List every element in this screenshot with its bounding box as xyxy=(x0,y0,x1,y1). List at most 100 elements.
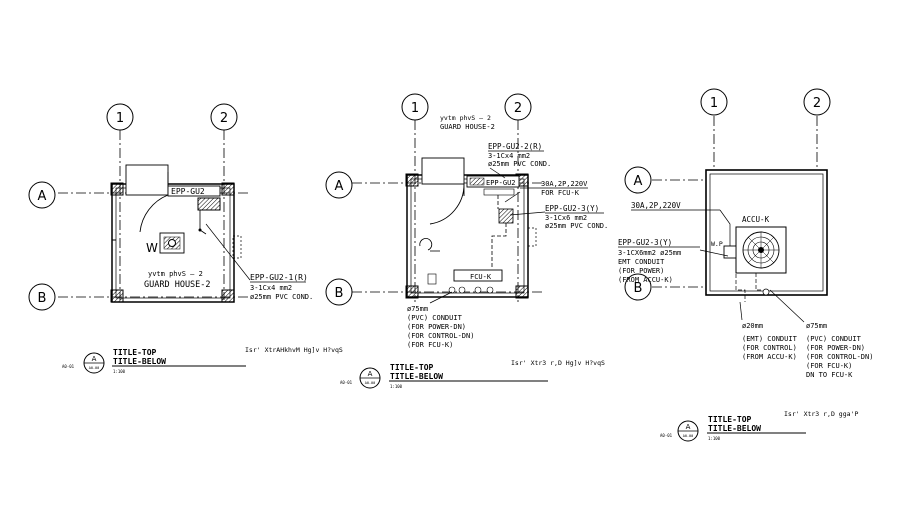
grid-bubble-a xyxy=(624,166,652,194)
panel-3-right-size: ø75mm xyxy=(806,322,827,330)
panel-3-breaker: 30A,2P,220V xyxy=(631,201,681,210)
panel-1-scale: 1:100 xyxy=(113,369,126,374)
door-frame xyxy=(125,164,169,196)
panel-2-title-below: TITLE-BELOW xyxy=(390,372,443,381)
panel-1-title-top: TITLE-TOP xyxy=(113,348,157,357)
panel-3-circuit: EPP-GU2-3(Y) xyxy=(618,238,672,247)
grid-label-1: 1 xyxy=(411,101,419,116)
panel-1-header-note: yvtm phvS – 2 xyxy=(148,270,203,278)
panel-3-bubble-code: A0-00 xyxy=(683,434,694,438)
grid-bubble-a xyxy=(325,171,353,199)
grid-label-1: 1 xyxy=(116,111,124,126)
panel-2-breaker-for: FOR FCU-K xyxy=(541,189,580,197)
panel-box xyxy=(466,175,520,188)
grid-bubble-1 xyxy=(106,103,134,131)
panel-3-left-size: ø20mm xyxy=(742,322,763,330)
grid-bubble-b xyxy=(624,273,652,301)
panel-2-conduit-line-2: (FOR POWER-DN) xyxy=(407,323,466,331)
grid-label-2: 2 xyxy=(813,96,821,111)
panel-3-conduit-type: EMT CONDUIT xyxy=(618,258,665,266)
panel-1-floor-plan: 1 2 A B EPP-GU2 W yvtm phv xyxy=(28,103,343,374)
panel-2-breaker: 30A,2P,220V xyxy=(541,180,588,188)
panel-3-small-code: A0-01 xyxy=(660,433,673,438)
column-b2 xyxy=(221,289,235,303)
column-a1 xyxy=(405,173,419,187)
panel-2-scale: 1:100 xyxy=(390,384,403,389)
door-frame xyxy=(421,157,465,185)
panel-3-title-top: TITLE-TOP xyxy=(708,415,752,424)
column-b1 xyxy=(110,289,124,303)
panel-1-room-name: GUARD HOUSE-2 xyxy=(144,280,211,290)
panel-3-bubble-letter: A xyxy=(686,423,691,431)
panel-1-room-label: W xyxy=(146,241,158,255)
panel-3-unit-tag: ACCU-K xyxy=(742,215,770,224)
outdoor-unit-dashed xyxy=(527,227,537,247)
grid-label-b: B xyxy=(634,281,643,296)
column-b2 xyxy=(515,285,529,299)
panel-2-header-note: yvtm phvS – 2 xyxy=(440,114,491,122)
grid-label-b: B xyxy=(335,286,344,301)
door-swing xyxy=(429,183,465,225)
grid-label-2: 2 xyxy=(514,101,522,116)
panel-3-side-note: Isr' Xtr3 r,D gga'P xyxy=(784,410,858,418)
grid-bubble-b xyxy=(28,283,56,311)
panel-2-floor-plan: 1 2 A B EPP-GU2 FCU-K xyxy=(325,93,608,389)
fan-hub-icon xyxy=(758,247,764,253)
column-a2 xyxy=(221,182,235,196)
panel-3-right-line-2: (FOR POWER-DN) xyxy=(806,344,865,352)
panel-3-right-line-5: DN TO FCU-K xyxy=(806,371,853,379)
panel-3-right-line-4: (FOR FCU-K) xyxy=(806,362,852,370)
panel-2-unit-tag: FCU-K xyxy=(470,273,492,281)
panel-1-side-note: Isr' XtrAHkhvM Hg]v H?vqS xyxy=(245,346,343,354)
grid-label-b: B xyxy=(38,291,47,306)
panel-3-isolator-tag: W.P xyxy=(711,240,723,248)
panel-2-conduit-mid: ø25mm PVC COND. xyxy=(545,222,608,230)
panel-1-conduit-spec: ø25mm PVC COND. xyxy=(250,293,313,301)
grid-bubble-1 xyxy=(700,88,728,116)
panel-2-bubble-letter: A xyxy=(368,370,373,378)
grid-label-1: 1 xyxy=(710,96,718,111)
panel-2-equip-tag: EPP-GU2 xyxy=(486,179,516,187)
equipment-hatch xyxy=(197,197,221,211)
grid-label-2: 2 xyxy=(220,111,228,126)
panel-3-right-line-1: (PVC) CONDUIT xyxy=(806,335,862,343)
column-a1 xyxy=(110,182,124,196)
grid-label-a: A xyxy=(38,189,47,204)
panel-2-conduit-line-3: (FOR CONTROL-DN) xyxy=(407,332,474,340)
panel-2-circuit-mid: EPP-GU2-3(Y) xyxy=(545,204,599,213)
panel-2-title-top: TITLE-TOP xyxy=(390,363,434,372)
grid-bubble-b xyxy=(325,278,353,306)
panel-3-right-line-3: (FOR CONTROL-DN) xyxy=(806,353,873,361)
panel-2-conduit-top: ø25mm PVC COND. xyxy=(488,160,551,168)
panel-2-room-name: GUARD HOUSE-2 xyxy=(440,123,495,131)
panel-3-left-line-2: (FOR CONTROL) xyxy=(742,344,797,352)
outdoor-unit-dashed xyxy=(232,235,242,259)
grid-bubble-2 xyxy=(210,103,238,131)
panel-3-roof-plan: 1 2 A B ACCU-K W.P 30A,2P,220V xyxy=(618,88,873,442)
panel-2-conduit-size: ø75mm xyxy=(407,305,428,313)
panel-2-circuit-top: EPP-GU2-2(R) xyxy=(488,142,542,151)
panel-1-small-code: A0-01 xyxy=(62,364,75,369)
panel-2-small-code: A0-01 xyxy=(340,380,353,385)
room-outer-wall xyxy=(111,183,235,303)
grid-bubble-2 xyxy=(504,93,532,121)
panel-1-title-below: TITLE-BELOW xyxy=(113,357,166,366)
panel-3-left-line-1: (EMT) CONDUIT xyxy=(742,335,798,343)
grid-bubble-2 xyxy=(803,88,831,116)
column-b1 xyxy=(405,285,419,299)
panel-3-for-line-2: (FROM ACCU-K) xyxy=(618,276,673,284)
panel-2-conduit-line-4: (FOR FCU-K) xyxy=(407,341,453,349)
panel-2-cable-top: 3-1Cx4 mm2 xyxy=(488,152,530,160)
panel-2-conduit-line-1: (PVC) CONDUIT xyxy=(407,314,463,322)
panel-1-equip-tag: EPP-GU2 xyxy=(171,187,205,196)
wp-isolator-box xyxy=(723,245,737,259)
fcu-k-unit xyxy=(453,269,503,282)
panel-1-bubble-letter: A xyxy=(92,355,97,363)
panel-3-scale: 1:100 xyxy=(708,436,721,441)
panel-3-title-below: TITLE-BELOW xyxy=(708,424,761,433)
panel-3-cable: 3-1CX6mm2 ø25mm xyxy=(618,249,681,257)
grid-bubble-1 xyxy=(401,93,429,121)
leader-line xyxy=(205,223,251,281)
panel-3-left-line-3: (FROM ACCU-K) xyxy=(742,353,797,361)
